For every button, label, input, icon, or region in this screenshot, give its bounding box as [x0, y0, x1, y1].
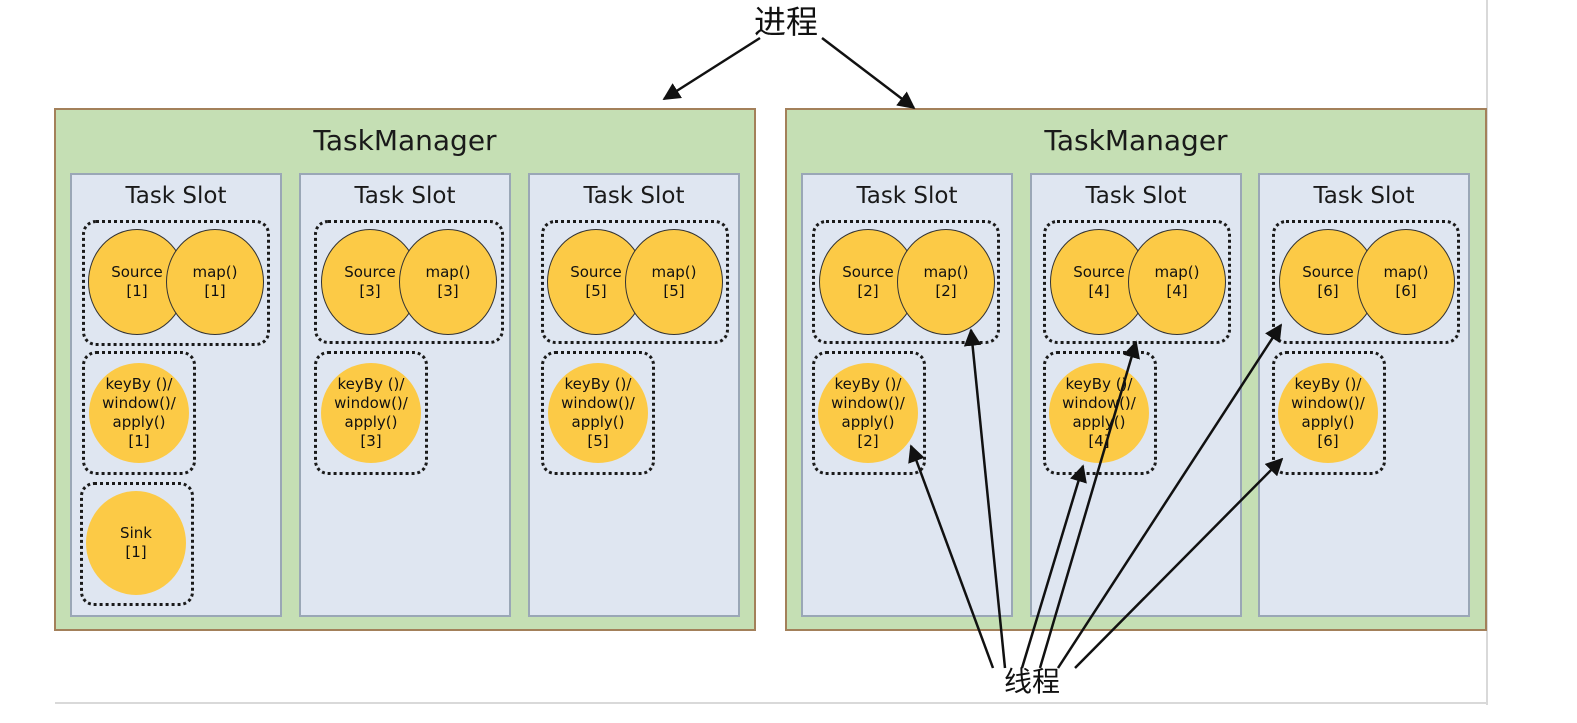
- keyby-group: [314, 351, 428, 475]
- source-map-group: [314, 220, 504, 344]
- keyby-window-apply-operator: keyBy ()/ window()/ apply() [3]: [321, 363, 421, 463]
- thread-arrow: [908, 444, 995, 669]
- source-map-group: [82, 220, 270, 346]
- thread-label: 线程: [1004, 665, 1061, 698]
- process-label: 进程: [754, 3, 819, 41]
- task-slot: Task Slot Source [6] map() [6] keyBy ()/…: [1258, 173, 1470, 617]
- sink-operator: Sink [1]: [86, 491, 186, 595]
- task-slot-title: Task Slot: [125, 183, 227, 209]
- task-slot: Task Slot Source [5] map() [5] keyBy ()/…: [528, 173, 740, 617]
- map-operator: map() [6]: [1357, 229, 1455, 335]
- task-slot-title: Task Slot: [354, 183, 456, 209]
- taskmanager-1: TaskManager Task Slot Source [1] map() […: [54, 108, 756, 631]
- keyby-group: [82, 351, 196, 475]
- map-operator: map() [1]: [166, 229, 264, 335]
- taskmanager-title: TaskManager: [313, 124, 497, 157]
- task-slot: Task Slot Source [3] map() [3] keyBy ()/…: [299, 173, 511, 617]
- keyby-window-apply-operator: keyBy ()/ window()/ apply() [1]: [89, 363, 189, 463]
- keyby-group: [1272, 351, 1386, 475]
- thread-arrow: [1074, 457, 1284, 669]
- keyby-window-apply-operator: keyBy ()/ window()/ apply() [4]: [1049, 363, 1149, 463]
- thread-arrow: [1020, 464, 1087, 669]
- keyby-window-apply-operator: keyBy ()/ window()/ apply() [2]: [818, 363, 918, 463]
- thread-arrow: [1038, 340, 1140, 669]
- keyby-window-apply-operator: keyBy ()/ window()/ apply() [6]: [1278, 363, 1378, 463]
- keyby-group: [812, 351, 926, 475]
- keyby-group: [1043, 351, 1157, 475]
- task-slot-title: Task Slot: [856, 183, 958, 209]
- map-operator: map() [2]: [897, 229, 995, 335]
- source-map-group: [812, 220, 1000, 344]
- map-operator: map() [4]: [1128, 229, 1226, 335]
- process-arrow-left: [662, 36, 761, 101]
- task-slot: Task Slot Source [4] map() [4] keyBy ()/…: [1030, 173, 1242, 617]
- sink-group: [80, 482, 194, 606]
- source-operator: Source [1]: [88, 229, 186, 335]
- task-slot-title: Task Slot: [583, 183, 685, 209]
- source-map-group: [541, 220, 729, 344]
- task-slot: Task Slot Source [1] map() [1] keyBy ()/…: [70, 173, 282, 617]
- keyby-group: [541, 351, 655, 475]
- source-map-group: [1272, 220, 1460, 344]
- task-slot-title: Task Slot: [1085, 183, 1187, 209]
- source-operator: Source [3]: [321, 229, 419, 335]
- map-operator: map() [3]: [399, 229, 497, 335]
- thread-arrow: [963, 328, 1007, 669]
- process-arrow-right: [821, 37, 916, 110]
- keyby-window-apply-operator: keyBy ()/ window()/ apply() [5]: [548, 363, 648, 463]
- taskmanager-title: TaskManager: [1044, 124, 1228, 157]
- bottom-edge-line: [55, 702, 1487, 704]
- thread-arrow: [1056, 323, 1283, 669]
- map-operator: map() [5]: [625, 229, 723, 335]
- right-edge-line: [1486, 0, 1488, 705]
- task-slot-title: Task Slot: [1313, 183, 1415, 209]
